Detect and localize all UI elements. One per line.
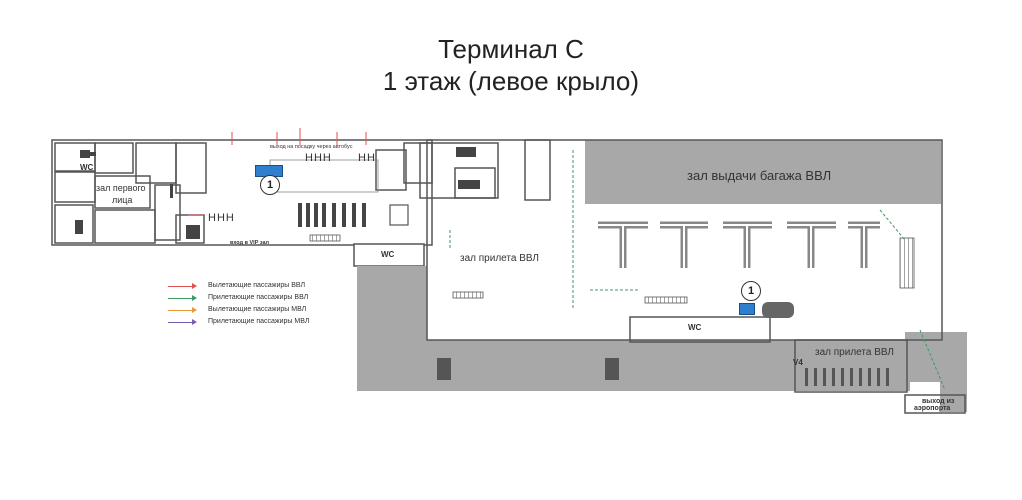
bench-center (644, 296, 688, 304)
first-person-hall-label-1: зал первого (96, 183, 146, 193)
kiosk-right (739, 303, 755, 315)
arrival-hall-right-label: зал прилета ВВЛ (815, 347, 894, 358)
baggage-carousels-inner (598, 224, 880, 268)
map-title-line2: 1 этаж (левое крыло) (382, 66, 640, 96)
departure-flow-arrows (188, 128, 367, 216)
bus-boarding-exit-sign: выход на посадку через автобус (270, 144, 353, 150)
baggage-carousels (598, 221, 880, 268)
info-desk (762, 302, 794, 318)
exit-label-2: аэропорта (914, 405, 951, 412)
baggage-claim-label: зал выдачи багажа ВВЛ (687, 168, 832, 183)
arrival-hall (426, 139, 966, 414)
v4-sign: V4 (793, 358, 803, 367)
gate-sign-3: HHH (208, 212, 235, 224)
boarding-area (269, 159, 379, 193)
security-frame (389, 204, 409, 226)
bench-hall (452, 291, 484, 299)
vip-entrance-sign: вход в VIP зал (230, 240, 270, 246)
marker-right[interactable]: 1 (741, 281, 761, 301)
gate-sign-1: HHH (305, 152, 332, 164)
wc-left-label: WC (80, 163, 94, 172)
gray-zone (357, 140, 967, 412)
departure-counters (298, 203, 366, 227)
arrival-hall-left-label: зал прилета ВВЛ (460, 253, 539, 264)
wc-right-label: WC (688, 323, 702, 332)
wc-center-label: WC (381, 250, 395, 259)
left-wing (51, 139, 499, 246)
marker-left[interactable]: 1 (260, 175, 280, 195)
escalators-lower (437, 358, 619, 380)
map-title-line1: Терминал С (438, 34, 584, 64)
seat-rows (805, 368, 889, 386)
bench-left (309, 234, 341, 242)
exit-label-1: выход из (922, 398, 955, 405)
gate-sign-2: HH (358, 152, 376, 164)
left-dark-blocks (75, 147, 480, 239)
bench-right (899, 237, 915, 289)
first-person-hall-label-2: лица (112, 195, 133, 205)
